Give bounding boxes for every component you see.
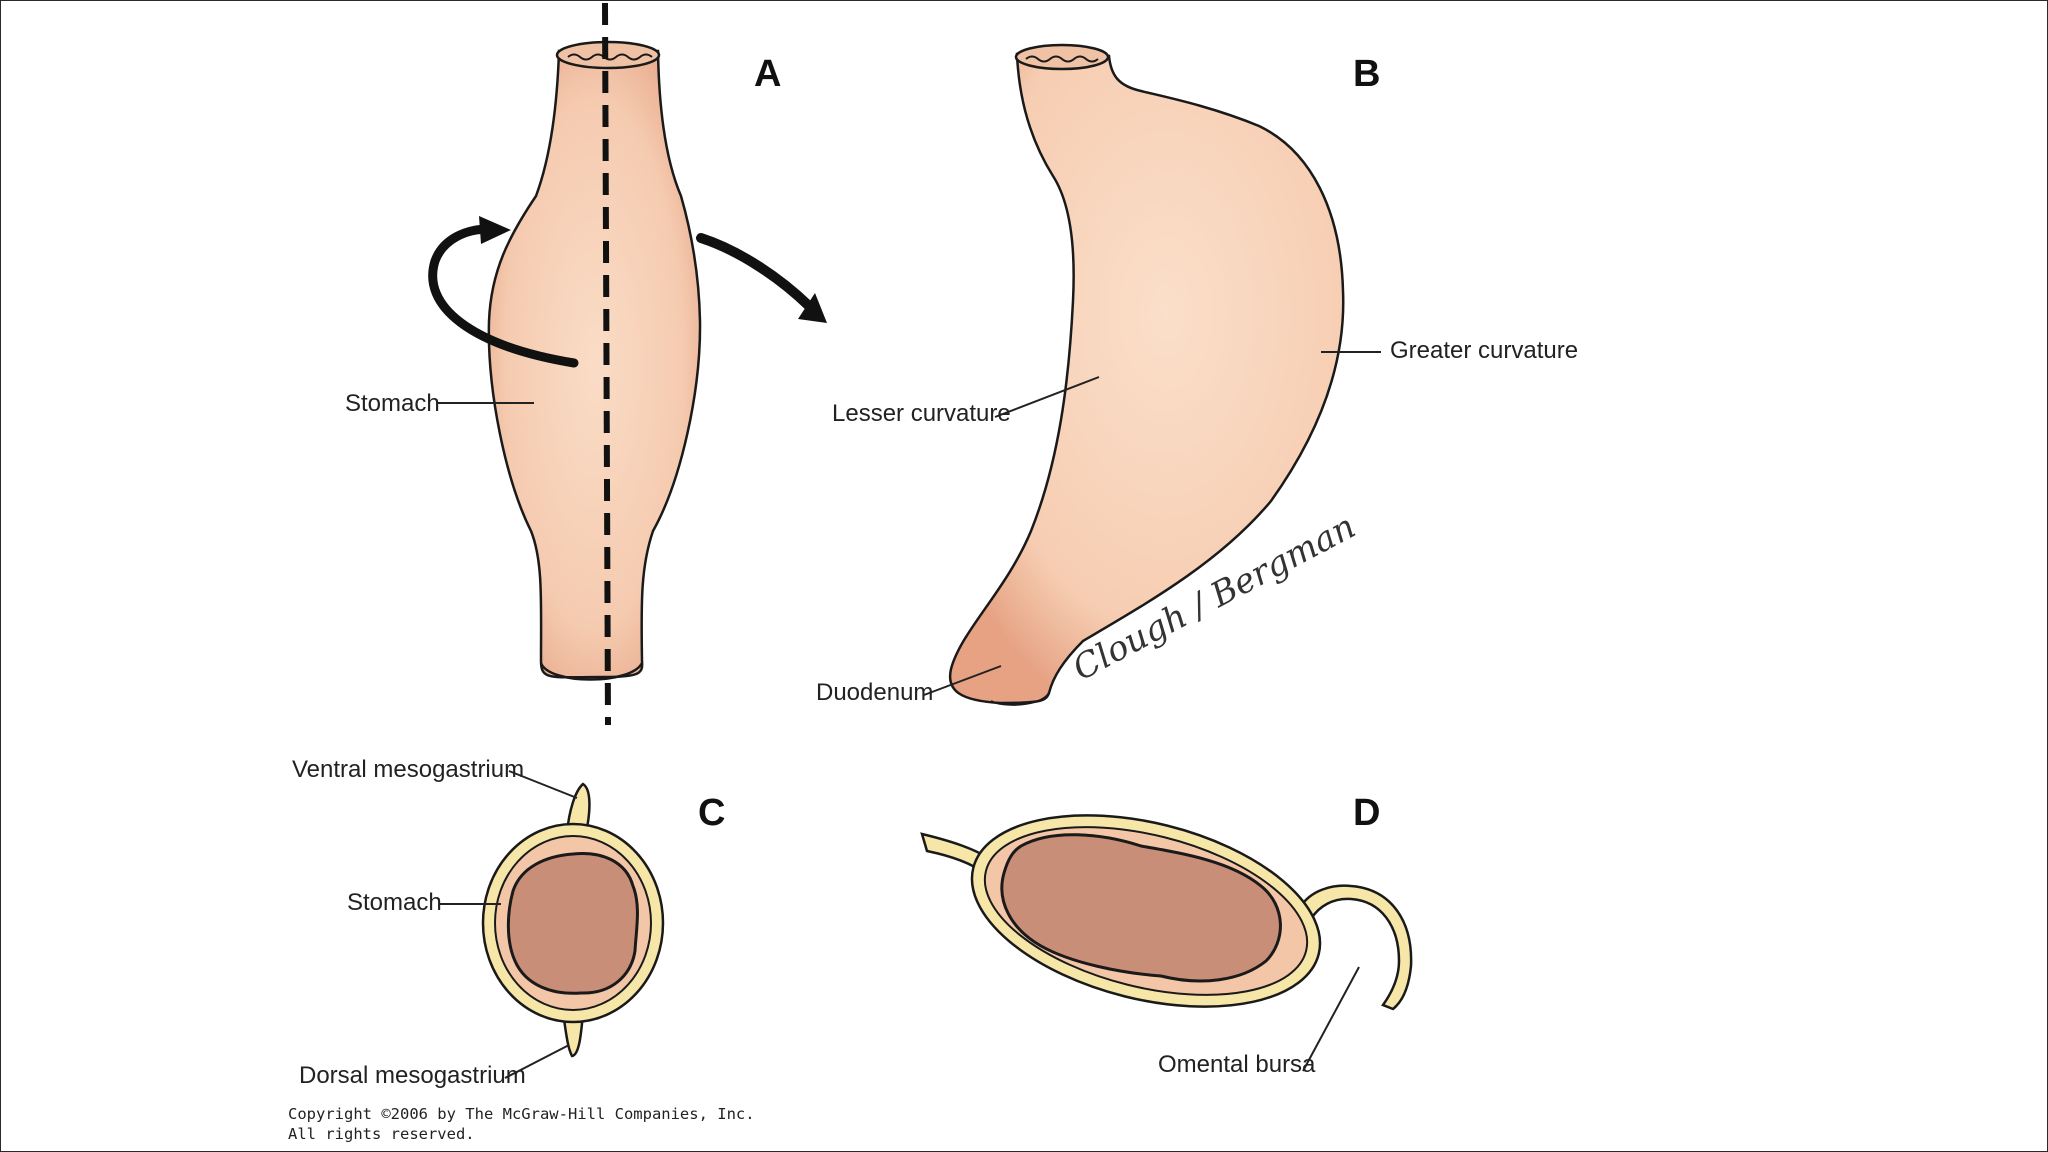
label-omental-bursa: Omental bursa xyxy=(1158,1051,1316,1078)
leader-dorsal-mesogastrium xyxy=(504,1044,570,1079)
stomach-section-lumen xyxy=(506,851,639,995)
label-stomach-a: Stomach xyxy=(345,390,440,417)
panel-letter-c: C xyxy=(698,792,725,834)
panel-c: Ventral mesogastrium Stomach Dorsal meso… xyxy=(292,756,725,1089)
label-dorsal-mesogastrium: Dorsal mesogastrium xyxy=(299,1062,526,1089)
stomach-top-opening xyxy=(1014,43,1110,71)
rotation-arrowhead-left xyxy=(479,216,511,244)
omental-bursa-fold xyxy=(1299,884,1413,1011)
leader-ventral-mesogastrium xyxy=(508,770,578,799)
leader-lesser-curvature xyxy=(994,376,1100,418)
stomach-d-lumen xyxy=(1000,833,1282,983)
rotation-axis xyxy=(602,2,611,726)
copyright-line-1: Copyright ©2006 by The McGraw-Hill Compa… xyxy=(288,1105,755,1123)
tube-stomach xyxy=(487,49,702,679)
panel-letter-a: A xyxy=(754,53,781,95)
label-duodenum: Duodenum xyxy=(816,679,933,706)
copyright-line-2: All rights reserved. xyxy=(288,1125,475,1143)
panel-b: Clough / Bergman Lesser curvature Greate… xyxy=(816,43,1578,706)
ventral-mesogastrium xyxy=(565,782,591,835)
leader-duodenum xyxy=(923,665,1002,696)
panel-letter-b: B xyxy=(1353,53,1380,95)
rotation-arrow-left xyxy=(428,224,579,368)
rotation-arrow-right xyxy=(696,233,814,311)
label-stomach-c: Stomach xyxy=(347,889,442,916)
copyright-notice: Copyright ©2006 by The McGraw-Hill Compa… xyxy=(288,1104,755,1144)
label-lesser-curvature: Lesser curvature xyxy=(832,400,1011,427)
panel-letter-d: D xyxy=(1353,792,1380,834)
panel-d: Omental bursa D xyxy=(920,792,1413,1078)
label-ventral-mesogastrium: Ventral mesogastrium xyxy=(292,756,524,783)
rotated-stomach xyxy=(948,52,1345,705)
dorsal-mesogastrium xyxy=(561,1011,585,1058)
leader-omental-bursa xyxy=(1302,966,1360,1072)
panel-a: Stomach A xyxy=(345,2,827,726)
label-greater-curvature: Greater curvature xyxy=(1390,337,1578,364)
rotation-arrowhead-right xyxy=(798,293,827,323)
